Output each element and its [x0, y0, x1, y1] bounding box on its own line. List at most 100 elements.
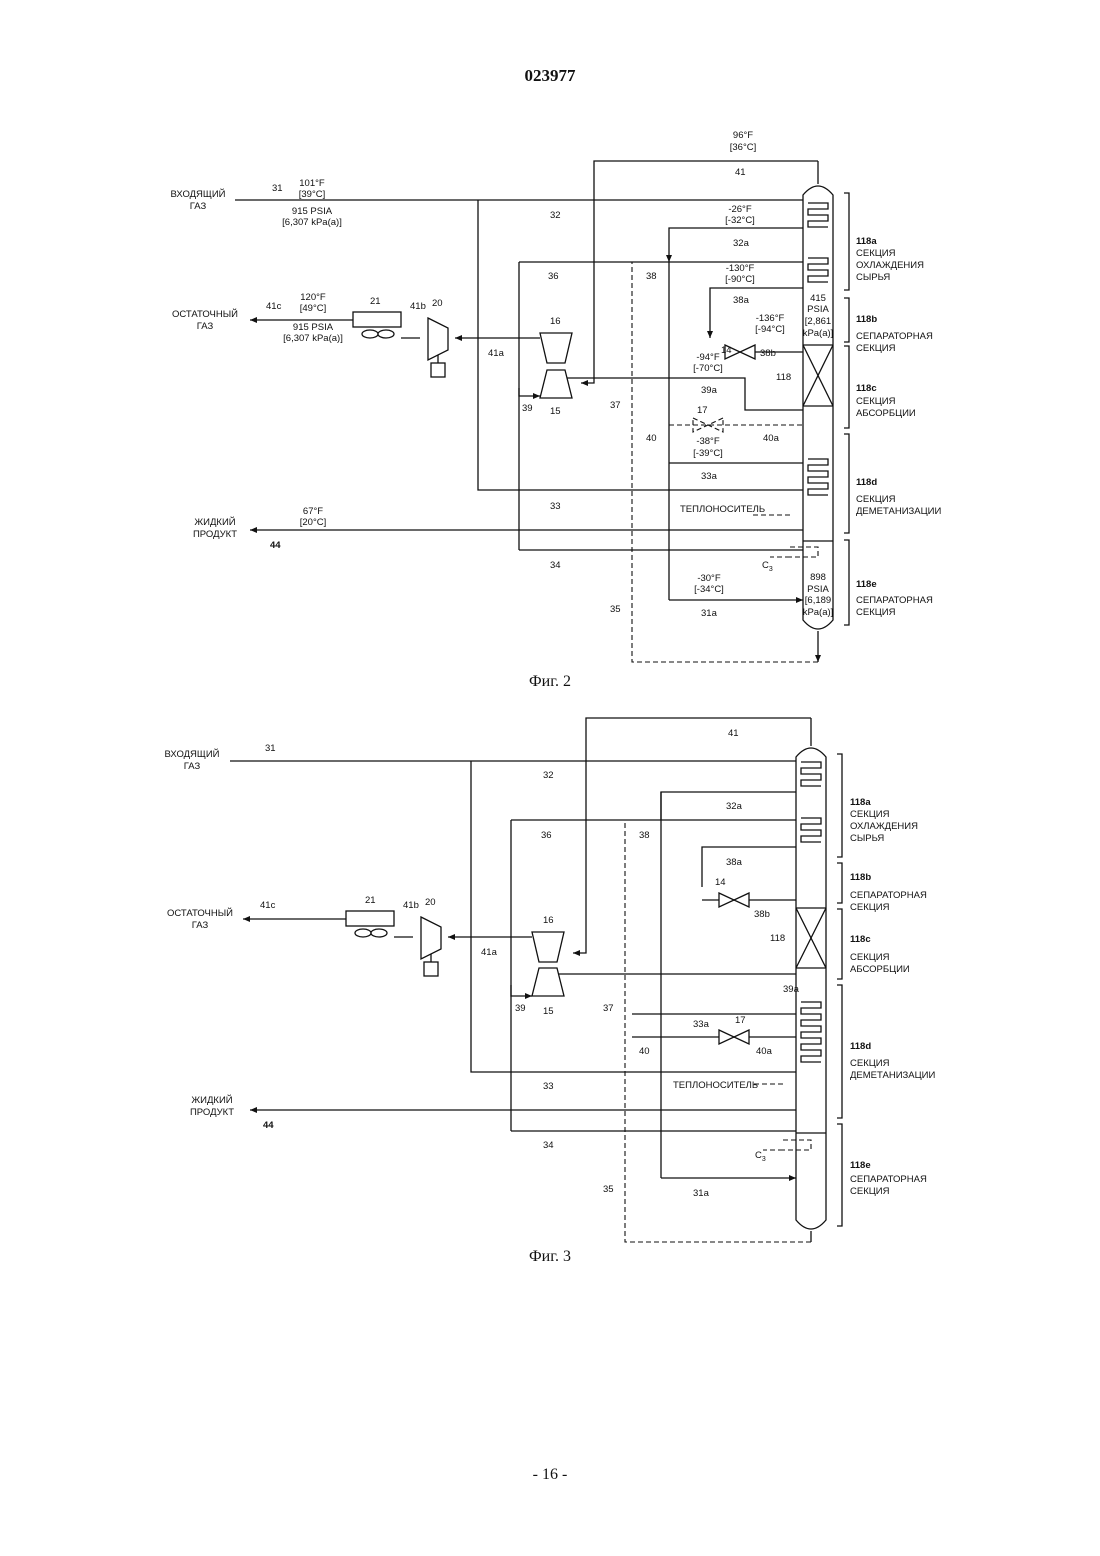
stream-32a: 32a	[733, 238, 750, 249]
valve-17-label: 17	[697, 405, 708, 416]
section-118e-label-3: СЕПАРАТОРНАЯ	[850, 1174, 927, 1185]
stream-37-3: 37	[603, 1003, 614, 1014]
compressor-20-label: 20	[432, 298, 443, 309]
stream-39: 39	[522, 403, 533, 414]
outlet-pressure: 915 PSIA	[293, 322, 334, 333]
section-118c-id: 118c	[856, 383, 877, 394]
expander-16	[540, 333, 572, 363]
inlet-gas-label-2: ГАЗ	[190, 201, 207, 212]
stream-33: 33	[550, 501, 561, 512]
section-118e-id-3: 118e	[850, 1160, 871, 1171]
section-118a-label: СЕКЦИЯ	[856, 248, 896, 259]
c3-label: C3	[762, 560, 773, 573]
figure-3-diagram: ВХОДЯЩИЙ ГАЗ ОСТАТОЧНЫЙ ГАЗ ЖИДКИЙ ПРОДУ…	[0, 700, 1100, 1280]
section-118c-id-3: 118c	[850, 934, 871, 945]
stream-41c-3: 41c	[260, 900, 276, 911]
stream-33a-3: 33a	[693, 1019, 710, 1030]
section-118b-label-3b: СЕКЦИЯ	[850, 902, 890, 913]
stream-33a: 33a	[701, 471, 718, 482]
stream-31a-temp-c: [-34°C]	[694, 584, 724, 595]
inlet-pressure: 915 PSIA	[292, 206, 333, 217]
stream-41c: 41c	[266, 301, 282, 312]
stream-39a-temp-c: [-70°C]	[693, 363, 723, 374]
section-118c-label-3: СЕКЦИЯ	[850, 952, 890, 963]
process-lines-3	[230, 718, 811, 1242]
section-118e-label: СЕПАРАТОРНАЯ	[856, 595, 933, 606]
tower-pressure-bottom-2: PSIA	[807, 584, 829, 595]
section-118c-label: СЕКЦИЯ	[856, 396, 896, 407]
compressor-20-label-3: 20	[425, 897, 436, 908]
stream-36: 36	[548, 271, 559, 282]
section-118b-label: СЕПАРАТОРНАЯ	[856, 331, 933, 342]
residue-gas-label: ОСТАТОЧНЫЙ	[172, 308, 238, 320]
absorber-118-label: 118	[776, 372, 791, 383]
stream-38a: 38a	[733, 295, 750, 306]
stream-35: 35	[610, 604, 621, 615]
compressor-15-3	[532, 968, 564, 996]
stream-38b-temp: -136°F	[756, 313, 785, 324]
tower-pressure-top-4: kPa(a)]	[803, 328, 834, 339]
section-118d-label-2: ДЕМЕТАНИЗАЦИИ	[856, 506, 941, 517]
residue-gas-label-3b: ГАЗ	[192, 920, 209, 931]
stream-40-3: 40	[639, 1046, 650, 1057]
inlet-gas-label: ВХОДЯЩИЙ	[171, 188, 226, 200]
inlet-pressure-kpa: [6,307 kPa(a)]	[282, 217, 342, 228]
stream-44: 44	[270, 540, 281, 551]
figure-3-caption: Фиг. 3	[450, 1248, 650, 1266]
stream-41: 41	[735, 167, 746, 178]
cooler-21	[353, 312, 401, 338]
tower-pressure-top: 415	[810, 293, 826, 304]
stream-31-3: 31	[265, 743, 276, 754]
stream-38: 38	[646, 271, 657, 282]
overhead-temp: 96°F	[733, 130, 753, 141]
section-118d-id-3: 118d	[850, 1041, 871, 1052]
stream-38a-temp-c: [-90°C]	[725, 274, 755, 285]
liquid-temp-c: [20°C]	[300, 517, 327, 528]
stream-39a-3: 39a	[783, 984, 800, 995]
stream-31a: 31a	[701, 608, 718, 619]
stream-38a-3: 38a	[726, 857, 743, 868]
stream-38b-temp-c: [-94°C]	[755, 324, 785, 335]
section-118b-id: 118b	[856, 314, 877, 325]
section-brackets-3	[837, 754, 842, 1226]
cooler-21-label: 21	[370, 296, 381, 307]
stream-32-3: 32	[543, 770, 554, 781]
section-118c-label-2: АБСОРБЦИИ	[856, 408, 916, 419]
stream-38-3: 38	[639, 830, 650, 841]
stream-41b-3: 41b	[403, 900, 419, 911]
stream-36-3: 36	[541, 830, 552, 841]
valve-17-3	[719, 1030, 749, 1044]
stream-32a-temp-c: [-32°C]	[725, 215, 755, 226]
section-118a-id-3: 118a	[850, 797, 871, 808]
tower-pressure-bottom-4: kPa(a)]	[803, 607, 834, 618]
valve-14-label: 14	[721, 345, 732, 356]
inlet-gas-label-3: ВХОДЯЩИЙ	[165, 748, 220, 760]
section-118e-label-3b: СЕКЦИЯ	[850, 1186, 890, 1197]
stream-33a-temp-c: [-39°C]	[693, 448, 723, 459]
stream-38b: 38b	[760, 348, 776, 359]
demethanizer-tower-3	[783, 718, 826, 1242]
stream-41a-3: 41a	[481, 947, 498, 958]
expander-16-3	[532, 932, 564, 962]
heat-medium-label: ТЕПЛОНОСИТЕЛЬ	[680, 504, 765, 515]
stream-38a-temp: -130°F	[726, 263, 755, 274]
stream-40: 40	[646, 433, 657, 444]
stream-40a: 40a	[763, 433, 780, 444]
valve-14-3	[719, 893, 749, 907]
absorber-118-label-3: 118	[770, 933, 785, 944]
stream-34: 34	[550, 560, 561, 571]
stream-35-3: 35	[603, 1184, 614, 1195]
liquid-product-label-3: ЖИДКИЙ	[191, 1094, 232, 1106]
stream-32a-temp: -26°F	[728, 204, 752, 215]
section-118a-label-3b: ОХЛАЖДЕНИЯ	[850, 821, 918, 832]
section-118a-id: 118a	[856, 236, 877, 247]
inlet-temp: 101°F	[299, 178, 325, 189]
stream-39a-temp: -94°F	[696, 352, 720, 363]
stream-44-3: 44	[263, 1120, 274, 1131]
stream-33a-temp: -38°F	[696, 436, 720, 447]
compressor-20-3	[421, 917, 441, 976]
section-118e-id: 118e	[856, 579, 877, 590]
residue-gas-label-3: ОСТАТОЧНЫЙ	[167, 907, 233, 919]
outlet-pressure-kpa: [6,307 kPa(a)]	[283, 333, 343, 344]
valve-17-label-3: 17	[735, 1015, 746, 1026]
